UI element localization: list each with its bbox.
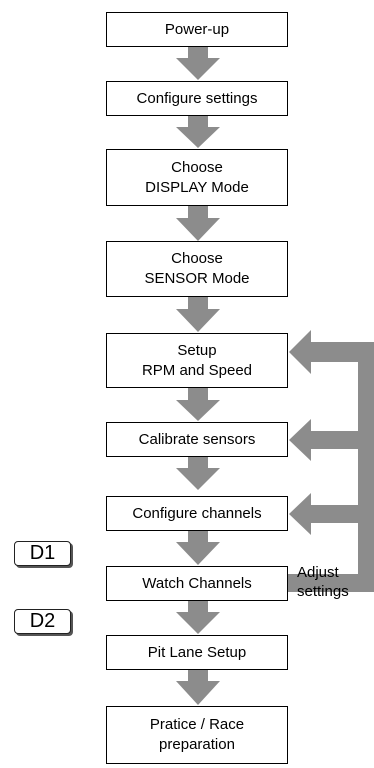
step-configure-settings: Configure settings [106, 81, 288, 116]
step-practice-race-preparation: Pratice / Race preparation [106, 706, 288, 764]
step-choose-display-mode: Choose DISPLAY Mode [106, 149, 288, 206]
loop-arrow-configure [289, 493, 358, 535]
loop-arrow-setup [289, 330, 358, 374]
adjust-settings-label: Adjust settings [297, 564, 349, 600]
down-arrow [176, 601, 220, 634]
loop-bar-vertical [358, 342, 374, 592]
step-power-up: Power-up [106, 12, 288, 47]
step-setup-rpm-speed: Setup RPM and Speed [106, 333, 288, 388]
step-choose-sensor-mode: Choose SENSOR Mode [106, 241, 288, 297]
badge-d1: D1 [14, 541, 71, 566]
down-arrow [176, 47, 220, 80]
down-arrow [176, 206, 220, 241]
loop-bar-bottom [288, 574, 374, 592]
down-arrow [176, 297, 220, 332]
badge-d2: D2 [14, 609, 71, 634]
step-calibrate-sensors: Calibrate sensors [106, 422, 288, 457]
down-arrow [176, 531, 220, 565]
down-arrow [176, 116, 220, 148]
loop-arrow-calibrate [289, 419, 358, 461]
down-arrow [176, 670, 220, 705]
step-watch-channels: Watch Channels [106, 566, 288, 601]
step-configure-channels: Configure channels [106, 496, 288, 531]
step-pit-lane-setup: Pit Lane Setup [106, 635, 288, 670]
down-arrow [176, 457, 220, 490]
down-arrow [176, 388, 220, 421]
